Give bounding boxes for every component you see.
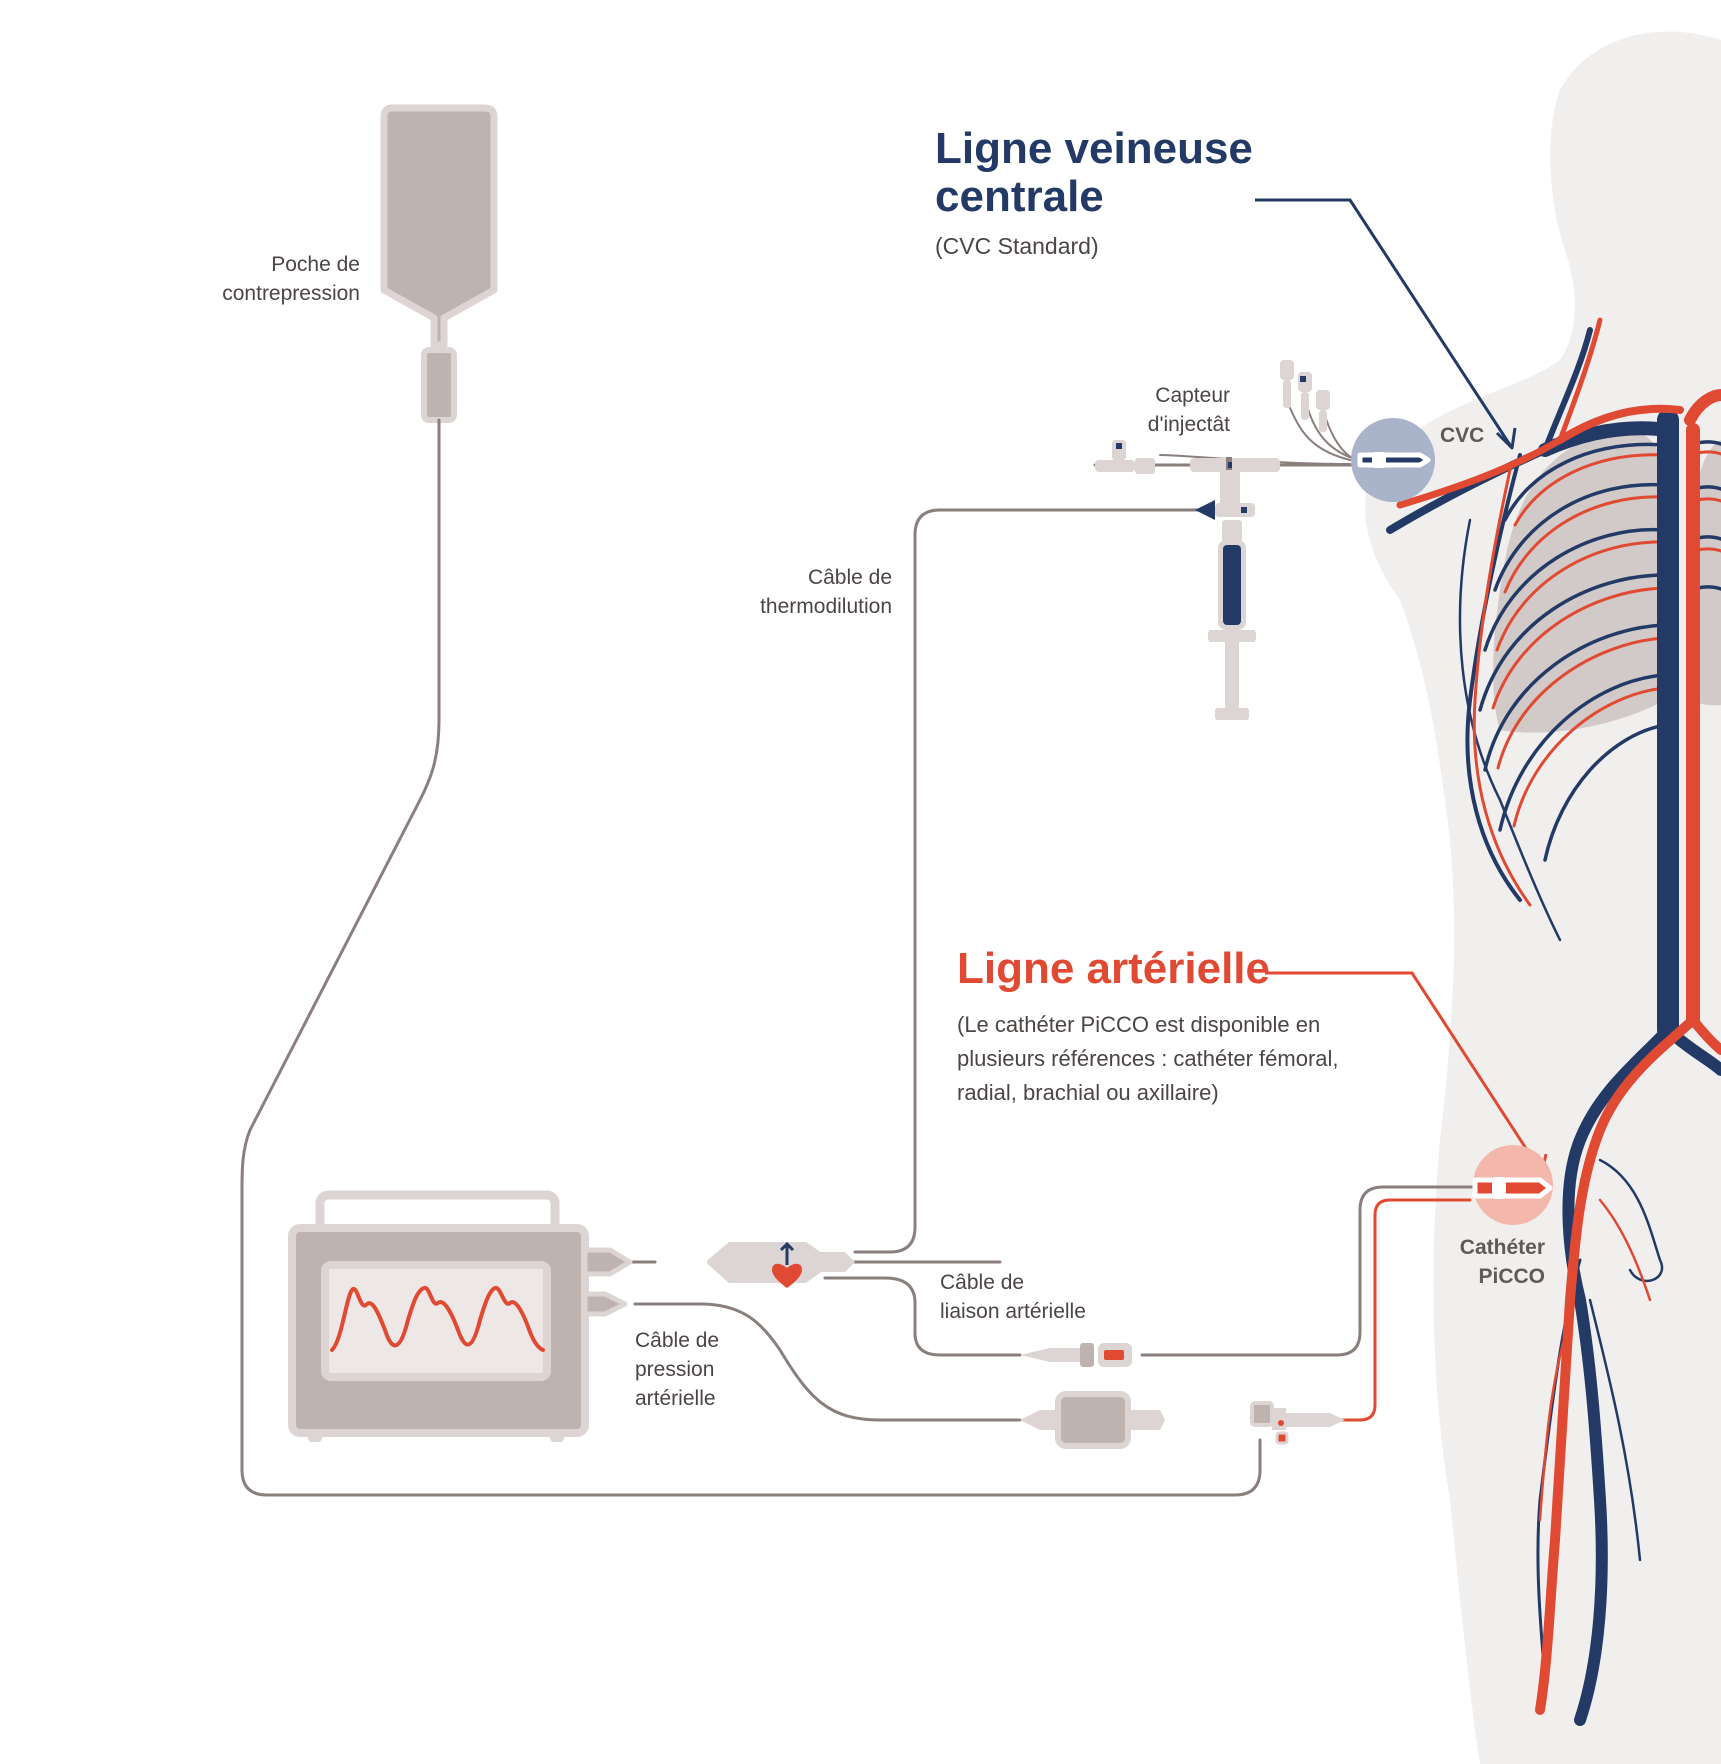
venous-line-title: Ligne veineuse centrale bbox=[935, 124, 1253, 221]
picco-catheter-label: Cathéter PiCCO bbox=[1459, 1236, 1545, 1288]
pressure-transducer bbox=[1020, 1391, 1345, 1449]
bag-tubing bbox=[240, 418, 1262, 1497]
picco-monitor bbox=[288, 1190, 633, 1442]
arterial-link-connector bbox=[1020, 1343, 1132, 1367]
arterial-line-title: Ligne artérielle bbox=[957, 944, 1271, 993]
thermodilution-cable bbox=[853, 508, 1207, 1254]
picco-catheter bbox=[1472, 1145, 1553, 1225]
cable-splitter bbox=[707, 1241, 855, 1288]
heart-icon bbox=[772, 1263, 802, 1288]
temperature-probes bbox=[1280, 360, 1330, 432]
arteries bbox=[1396, 317, 1721, 1715]
ribcage bbox=[1478, 428, 1721, 862]
arterial-line bbox=[1338, 1198, 1472, 1422]
arterial-link-cable-label: Câble de liaison artérielle bbox=[940, 1271, 1086, 1323]
pressure-bag bbox=[380, 104, 498, 423]
venous-leader bbox=[1255, 198, 1512, 446]
cvc-label: CVC bbox=[1440, 424, 1485, 447]
cvc-catheter bbox=[1351, 418, 1435, 502]
syringe bbox=[1195, 500, 1256, 720]
injectate-sensor-label: Capteur d'injectât bbox=[1147, 384, 1230, 436]
arterial-pressure-cable bbox=[633, 1302, 1022, 1422]
thermodilution-cable-label: Câble de thermodilution bbox=[760, 566, 892, 618]
arterial-link-cable bbox=[823, 1276, 1022, 1357]
venous-line-subtitle: (CVC Standard) bbox=[935, 233, 1099, 259]
arterial-pressure-cable-label: Câble de pression artérielle bbox=[635, 1329, 720, 1410]
bag-label: Poche de contrepression bbox=[222, 253, 360, 305]
injectate-sensor bbox=[1095, 440, 1280, 510]
arterial-leader bbox=[1265, 971, 1542, 1171]
arterial-line-subtitle: (Le cathéter PiCCO est disponible en plu… bbox=[957, 1012, 1339, 1105]
pressure-waveform bbox=[330, 1286, 545, 1352]
